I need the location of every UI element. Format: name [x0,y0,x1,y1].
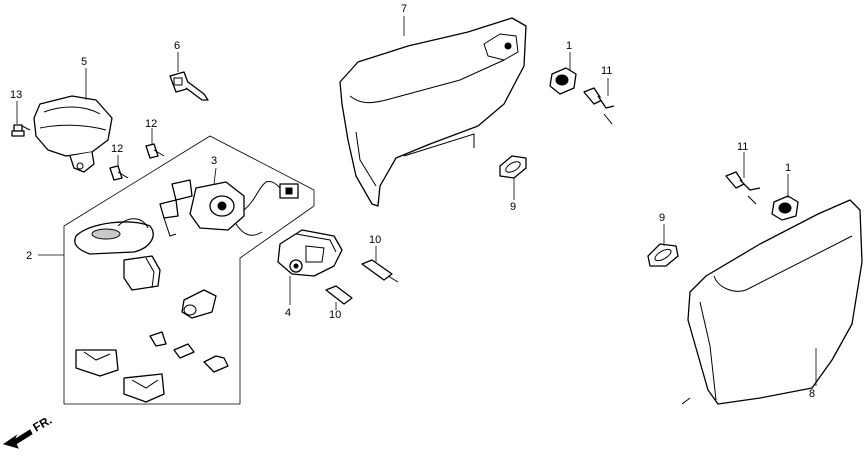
kit-cylinder [181,289,217,319]
lock-body-4 [277,229,343,277]
kit-bracket-1 [75,349,119,377]
callout-9-right: 9 [659,212,665,224]
callout-12-lower: 12 [111,143,123,155]
grommet-1-right [771,195,799,221]
callout-4: 4 [285,307,291,319]
callout-1-right: 1 [785,162,791,174]
kit-pin-2 [173,343,195,359]
stud-10-upper [361,259,399,283]
callout-2: 2 [26,250,32,262]
bolt-13 [11,124,31,137]
kit-outline [63,135,315,405]
kit-block [123,255,161,291]
side-cover-8 [681,199,863,405]
cover-5 [33,95,113,173]
side-cover-7 [339,17,527,207]
callout-13: 13 [10,89,22,101]
kit-cap [74,218,154,255]
front-direction-arrow [2,429,33,449]
ignition-switch-3 [159,179,299,237]
grommet-9-center [499,155,527,179]
callout-6: 6 [174,40,180,52]
callout-5: 5 [81,56,87,68]
bolt-12-lower [109,165,129,181]
bolt-12-upper [145,143,165,159]
stud-10-lower [325,285,353,305]
grommet-9-right [647,243,679,267]
pin-11-upper [583,87,615,125]
callout-1-upper: 1 [566,40,572,52]
front-direction-label: FR. [31,413,55,435]
kit-spring [203,355,229,373]
callout-10-lower: 10 [329,309,341,321]
leader-3 [213,167,217,185]
grommet-1-upper [549,67,577,95]
callout-7: 7 [401,3,407,15]
callout-9-center: 9 [510,201,516,213]
callout-11-right: 11 [737,141,748,153]
pin-11-right [725,171,761,205]
callout-8: 8 [809,388,815,400]
callout-3: 3 [211,155,217,167]
callout-12-upper: 12 [145,118,157,130]
callout-11-upper: 11 [601,65,612,77]
kit-bracket-2 [123,373,165,403]
callout-10-upper: 10 [369,234,381,246]
kit-pin-1 [149,331,167,347]
key-6 [169,71,209,101]
